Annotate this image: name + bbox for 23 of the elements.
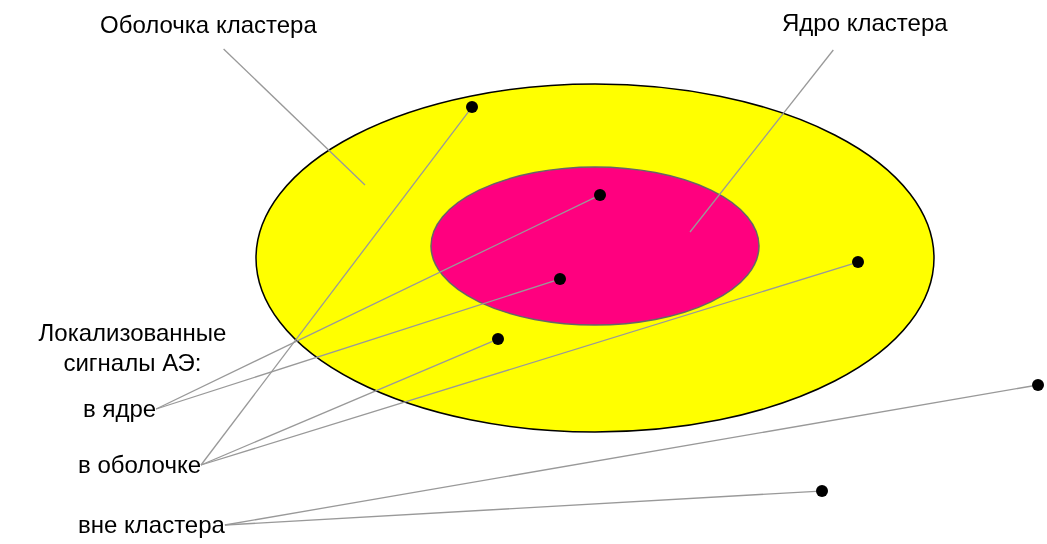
callout-text: Ядро кластера <box>782 8 948 38</box>
callout-text: Оболочка кластера <box>100 10 317 40</box>
note-text: Локализованные сигналы АЭ: <box>37 318 228 378</box>
callout-text: в оболочке <box>78 450 202 480</box>
leader-line <box>200 263 853 466</box>
signal-dot <box>594 189 606 201</box>
signal-dot <box>554 273 566 285</box>
signal-dot <box>852 256 864 268</box>
leader-line <box>222 48 366 186</box>
leader-line <box>200 340 494 466</box>
signal-dot <box>816 485 828 497</box>
leader-line <box>224 490 817 526</box>
leader-line <box>689 49 834 233</box>
leader-line <box>224 385 1033 526</box>
callout-text: в ядре <box>83 394 157 424</box>
leader-line <box>155 196 596 410</box>
core-ellipse <box>430 166 760 326</box>
signal-dot <box>1032 379 1044 391</box>
shell-ellipse <box>255 83 935 433</box>
signal-dot <box>492 333 504 345</box>
callout-text: вне кластера <box>78 510 225 540</box>
leader-line <box>200 111 470 466</box>
signal-dot <box>466 101 478 113</box>
